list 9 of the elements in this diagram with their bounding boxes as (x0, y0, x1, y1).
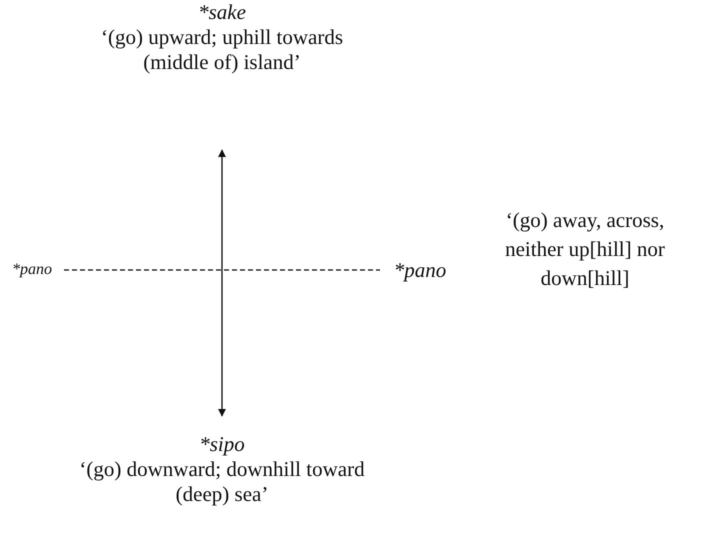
double-arrow (218, 149, 226, 417)
term-label: *pano (392, 257, 448, 284)
dashed-line (64, 269, 380, 271)
term-label: *pano (11, 260, 53, 280)
gloss-text: ‘(go) upward; uphill towards (middle of) island’ (100, 25, 344, 75)
gloss-text: ‘(go) downward; downhill toward (deep) sea’ (78, 457, 366, 507)
gloss-text: ‘(go) away, across, neither up[hill] nor down[hill] (504, 207, 666, 292)
term-label: *sake (197, 0, 247, 25)
term-label: *sipo (198, 432, 246, 457)
